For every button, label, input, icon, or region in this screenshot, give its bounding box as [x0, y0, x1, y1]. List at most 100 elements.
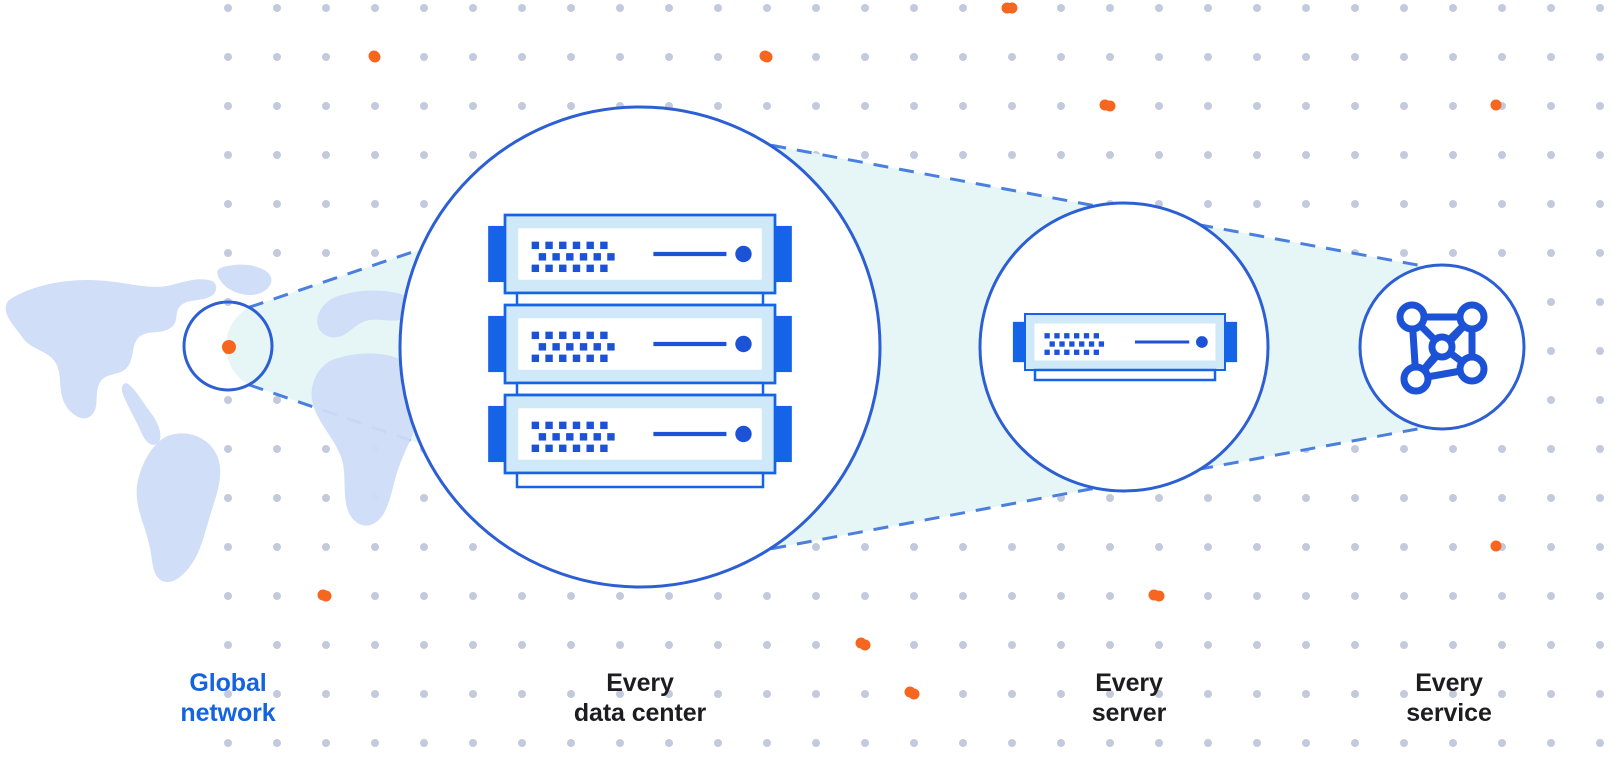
grid-dot	[910, 151, 918, 159]
grid-dot	[224, 690, 232, 698]
grid-dot	[224, 739, 232, 747]
grid-dot	[469, 641, 477, 649]
grid-dot	[1498, 249, 1506, 257]
grid-dot	[322, 690, 330, 698]
grid-dot	[910, 53, 918, 61]
grid-dot	[420, 53, 428, 61]
server-led	[545, 421, 553, 430]
grid-dot	[1547, 4, 1555, 12]
server-led	[586, 264, 594, 273]
grid-dot	[959, 592, 967, 600]
grid-dot	[1400, 151, 1408, 159]
server-led	[1044, 349, 1050, 355]
grid-dot	[420, 641, 428, 649]
grid-dot	[1596, 690, 1604, 698]
grid-dot	[959, 4, 967, 12]
grid-dot	[518, 739, 526, 747]
server-led	[1093, 333, 1100, 339]
grid-dot	[714, 4, 722, 12]
grid-dot	[1204, 494, 1212, 502]
grid-dot	[1596, 445, 1604, 453]
grid-dot	[1008, 739, 1016, 747]
grid-dot	[1547, 53, 1555, 61]
service-graph-node-n-center	[1428, 333, 1456, 361]
grid-dot	[616, 690, 624, 698]
server-led	[566, 433, 574, 441]
grid-dot	[322, 249, 330, 257]
grid-dot	[1155, 151, 1163, 159]
grid-dot	[1498, 494, 1506, 502]
stage-circle-every-service	[1358, 263, 1526, 431]
grid-dot	[1008, 690, 1016, 698]
grid-dot	[1547, 102, 1555, 110]
server-led	[586, 331, 594, 340]
grid-dot	[1596, 592, 1604, 600]
server-led	[538, 433, 547, 441]
grid-dot	[1302, 690, 1310, 698]
accent-dot	[1148, 589, 1160, 601]
grid-dot	[1400, 445, 1408, 453]
grid-dot	[371, 739, 379, 747]
grid-dot	[1204, 53, 1212, 61]
server-unit-2	[488, 303, 792, 385]
grid-dot	[1155, 690, 1163, 698]
grid-dot	[910, 739, 918, 747]
grid-dot	[1253, 53, 1261, 61]
server-led	[600, 421, 608, 430]
grid-dot	[273, 249, 281, 257]
grid-dot	[1302, 151, 1310, 159]
grid-dot	[322, 200, 330, 208]
server-status-dot	[735, 335, 752, 353]
grid-dot	[1351, 690, 1359, 698]
server-led	[1093, 349, 1100, 355]
grid-dot	[224, 543, 232, 551]
grid-dot	[959, 53, 967, 61]
grid-dot	[1057, 739, 1065, 747]
accent-dot	[759, 50, 771, 62]
accent-dot	[1099, 99, 1111, 111]
accent-dot	[368, 50, 380, 62]
server-unit-3	[488, 393, 792, 475]
grid-dot	[1057, 151, 1065, 159]
grid-dot	[420, 102, 428, 110]
grid-dot	[1449, 445, 1457, 453]
grid-dot	[1351, 494, 1359, 502]
grid-dot	[1302, 543, 1310, 551]
server-led	[559, 444, 567, 453]
grid-dot	[1547, 641, 1555, 649]
server-led	[1083, 349, 1090, 355]
server-led	[1044, 333, 1050, 339]
grid-dot	[1057, 592, 1065, 600]
grid-dot	[763, 102, 771, 110]
grid-dot	[469, 690, 477, 698]
grid-dot	[1596, 347, 1604, 355]
server-led	[600, 264, 608, 273]
grid-dot	[959, 690, 967, 698]
server-led	[572, 264, 581, 273]
server-led	[552, 343, 560, 351]
grid-dot	[616, 592, 624, 600]
grid-dot	[1400, 200, 1408, 208]
grid-dot	[1155, 641, 1163, 649]
grid-dot	[665, 690, 673, 698]
grid-dot	[273, 151, 281, 159]
server-led	[1054, 349, 1060, 355]
grid-dot	[959, 543, 967, 551]
server-rack-connector-bar-2	[515, 381, 765, 397]
grid-dot	[273, 739, 281, 747]
grid-dot	[1400, 641, 1408, 649]
grid-dot	[322, 53, 330, 61]
grid-dot	[518, 53, 526, 61]
grid-dot	[1400, 690, 1408, 698]
grid-dot	[1253, 592, 1261, 600]
server-led	[531, 421, 540, 430]
server-led	[531, 444, 540, 453]
grid-dot	[1449, 592, 1457, 600]
server-led	[545, 354, 553, 363]
server-led	[572, 241, 581, 250]
grid-dot	[420, 543, 428, 551]
server-led	[531, 354, 540, 363]
grid-dot	[273, 4, 281, 12]
grid-dot	[714, 53, 722, 61]
